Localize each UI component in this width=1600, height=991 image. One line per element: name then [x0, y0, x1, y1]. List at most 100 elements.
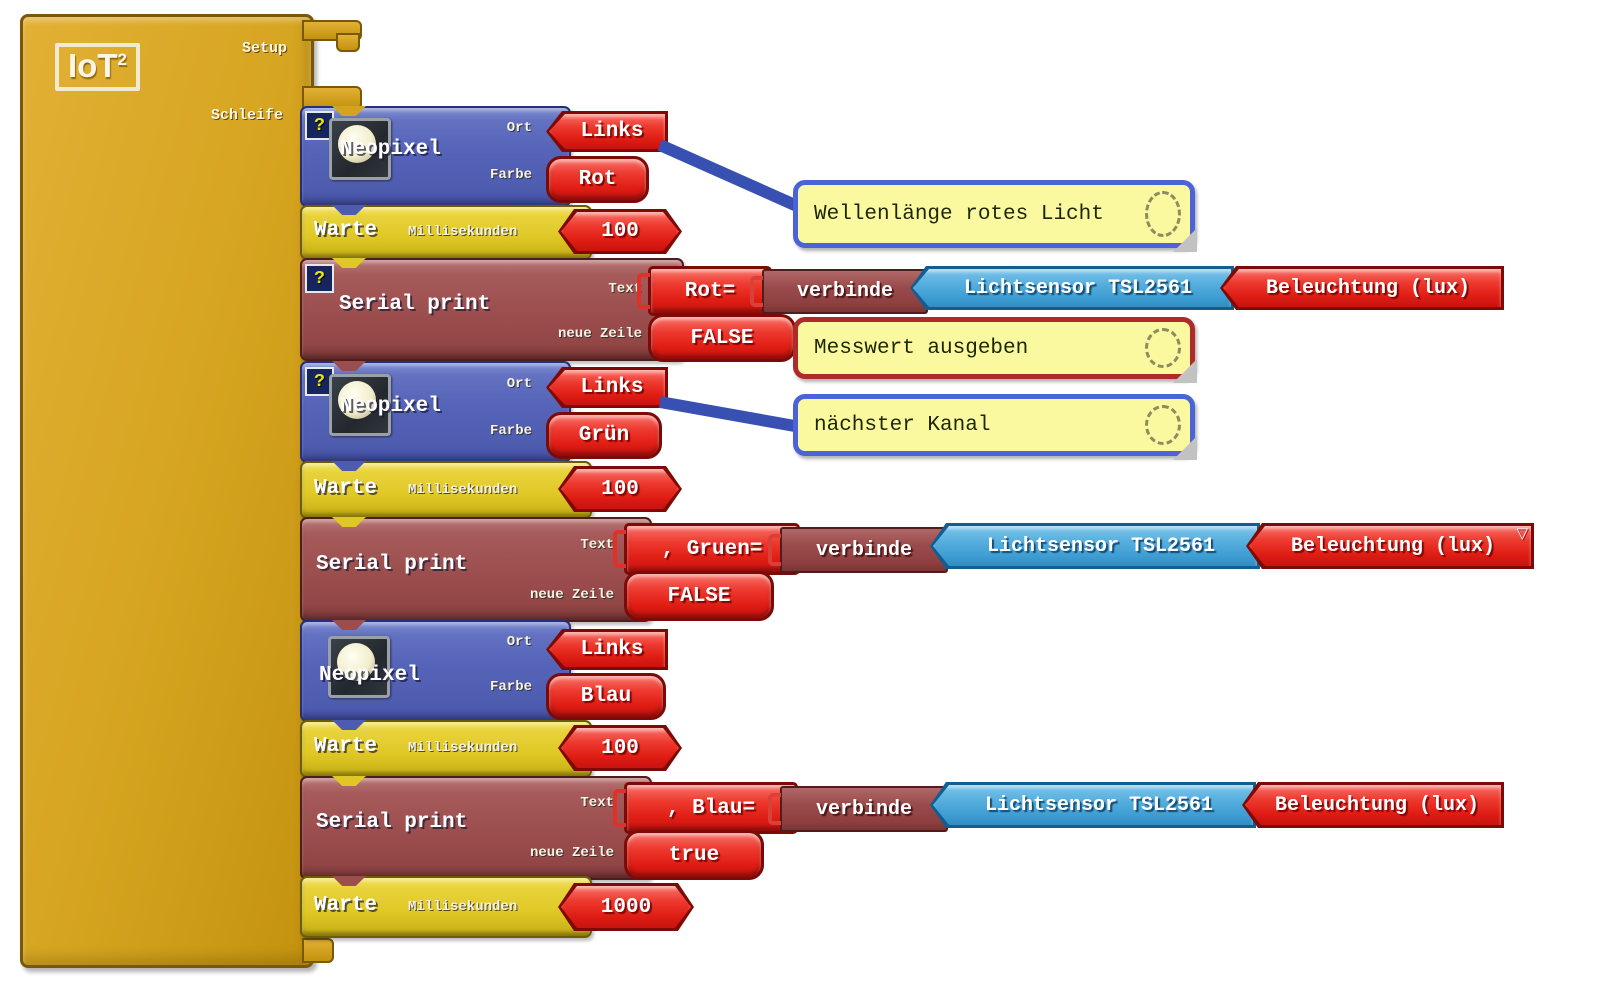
loop-bottom-tab [302, 938, 334, 963]
serial-print-block-3[interactable]: Serial print Text neue Zeile , Blau= ver… [300, 776, 1504, 880]
newline-label: neue Zeile [529, 587, 614, 603]
lichtsensor-block[interactable]: Lichtsensor TSL2561 [910, 266, 1234, 310]
newline-label: neue Zeile [557, 326, 642, 342]
neopixel-block-3[interactable]: Neopixel Ort Farbe Links Blau [300, 620, 668, 722]
beleuchtung-label: Beleuchtung (lux) [1265, 276, 1471, 300]
milliseconds-label: Millisekunden [408, 224, 518, 240]
ort-value: Links [580, 376, 644, 399]
newline-value: true [668, 843, 720, 867]
verbinde-label: verbinde [796, 280, 893, 303]
comment-resize-grip[interactable] [1173, 436, 1197, 460]
text-value: Rot= [684, 279, 736, 303]
iot2-logo-sup: 2 [117, 50, 127, 69]
text-value: , Gruen= [661, 537, 763, 561]
lichtsensor-label: Lichtsensor TSL2561 [963, 276, 1193, 300]
farbe-label: Farbe [489, 423, 532, 439]
text-label: Text [580, 795, 614, 811]
newline-value: FALSE [690, 326, 754, 350]
block-title: Neopixel [319, 664, 420, 687]
block-title: Warte [314, 894, 378, 917]
block-title: Warte [314, 735, 378, 758]
block-title: Serial print [316, 811, 468, 834]
neopixel-led-icon [329, 118, 391, 180]
newline-value-badge[interactable]: true [624, 830, 764, 880]
verbinde-label: verbinde [815, 538, 912, 562]
newline-value: FALSE [667, 584, 731, 608]
newline-label: neue Zeile [529, 845, 614, 861]
ort-value-badge[interactable]: Links [546, 111, 668, 152]
verbinde-label: verbinde [815, 797, 912, 821]
ort-label: Ort [506, 120, 532, 136]
block-title: Neopixel [340, 138, 441, 161]
warte-block-3[interactable]: Warte Millisekunden 100 [300, 720, 592, 778]
newline-value-badge[interactable]: FALSE [648, 314, 796, 362]
lichtsensor-label: Lichtsensor TSL2561 [986, 534, 1216, 558]
comment-note[interactable]: nächster Kanal [793, 394, 1197, 460]
farbe-value: Rot [578, 168, 617, 191]
ort-value: Links [580, 638, 644, 661]
farbe-value-badge[interactable]: Blau [546, 673, 666, 720]
milliseconds-label: Millisekunden [408, 740, 518, 756]
dropdown-arrow-icon[interactable]: ▽ [1516, 524, 1528, 542]
milliseconds-value-badge[interactable]: 100 [558, 209, 682, 254]
warte-block-4[interactable]: Warte Millisekunden 1000 [300, 876, 592, 938]
comment-connector-line [658, 396, 808, 434]
beleuchtung-block[interactable]: Beleuchtung (lux) ▽ [1246, 523, 1534, 569]
help-icon[interactable]: ? [305, 264, 334, 293]
milliseconds-value-badge[interactable]: 100 [558, 466, 682, 512]
lichtsensor-block[interactable]: Lichtsensor TSL2561 [930, 523, 1260, 569]
comment-oval-icon [1145, 328, 1181, 368]
farbe-label: Farbe [489, 679, 532, 695]
serial-print-block-1[interactable]: ? Serial print Text neue Zeile Rot= verb… [300, 258, 1504, 362]
comment-oval-icon [1145, 405, 1181, 445]
farbe-value: Blau [580, 685, 632, 708]
iot2-logo: IoT2 [55, 43, 140, 91]
lichtsensor-block[interactable]: Lichtsensor TSL2561 [930, 782, 1256, 828]
ort-value-badge[interactable]: Links [546, 367, 668, 408]
neopixel-block-1[interactable]: ? Neopixel Ort Farbe Links Rot [300, 106, 668, 207]
comment-connector-line [657, 139, 809, 216]
farbe-label: Farbe [489, 167, 532, 183]
neopixel-led-icon [328, 636, 390, 698]
verbinde-block[interactable]: verbinde [768, 786, 948, 832]
farbe-value: Grün [578, 424, 630, 447]
ort-value-badge[interactable]: Links [546, 629, 668, 670]
comment-resize-grip[interactable] [1173, 359, 1197, 383]
comment-text: Wellenlänge rotes Licht [814, 202, 1104, 226]
serial-print-block-2[interactable]: Serial print Text neue Zeile , Gruen= ve… [300, 517, 1534, 622]
beleuchtung-label: Beleuchtung (lux) [1274, 793, 1480, 817]
comment-note[interactable]: Wellenlänge rotes Licht [793, 180, 1197, 252]
warte-block-1[interactable]: Warte Millisekunden 100 [300, 205, 592, 260]
comment-note[interactable]: Messwert ausgeben [793, 317, 1197, 383]
warte-block-2[interactable]: Warte Millisekunden 100 [300, 461, 592, 519]
farbe-value-badge[interactable]: Grün [546, 412, 662, 459]
milliseconds-value-badge[interactable]: 1000 [558, 883, 694, 931]
milliseconds-value: 100 [601, 736, 639, 760]
setup-label: Setup [241, 40, 287, 57]
comment-text: Messwert ausgeben [814, 336, 1029, 360]
schleife-label: Schleife [210, 107, 283, 124]
milliseconds-value: 100 [601, 477, 639, 501]
block-title: Serial print [316, 553, 468, 576]
verbinde-block[interactable]: verbinde [768, 527, 948, 573]
lichtsensor-label: Lichtsensor TSL2561 [984, 793, 1214, 817]
beleuchtung-label: Beleuchtung (lux) [1290, 534, 1496, 558]
verbinde-block[interactable]: verbinde [750, 269, 928, 314]
iot2-logo-text: IoT [68, 47, 118, 84]
milliseconds-value: 1000 [600, 895, 652, 919]
neopixel-block-2[interactable]: ? Neopixel Ort Farbe Links Grün [300, 361, 668, 463]
comment-resize-grip[interactable] [1173, 228, 1197, 252]
text-label: Text [580, 537, 614, 553]
ort-value: Links [580, 120, 644, 143]
milliseconds-value-badge[interactable]: 100 [558, 725, 682, 771]
milliseconds-label: Millisekunden [408, 899, 518, 915]
ort-label: Ort [506, 634, 532, 650]
farbe-value-badge[interactable]: Rot [546, 156, 649, 203]
setup-socket-hook [336, 33, 360, 52]
beleuchtung-block[interactable]: Beleuchtung (lux) [1220, 266, 1504, 310]
main-program-block[interactable]: IoT2 Setup Schleife [20, 14, 314, 968]
newline-value-badge[interactable]: FALSE [624, 571, 774, 621]
milliseconds-label: Millisekunden [408, 482, 518, 498]
beleuchtung-block[interactable]: Beleuchtung (lux) [1242, 782, 1504, 828]
